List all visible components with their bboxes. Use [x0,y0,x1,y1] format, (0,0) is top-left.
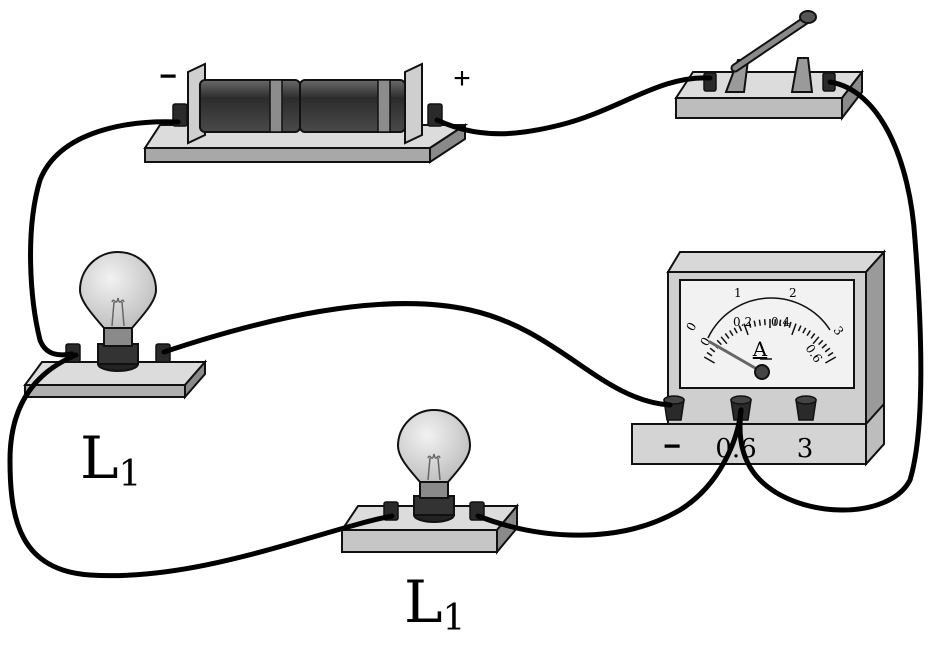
bulb-1-label: L1 [80,424,141,495]
ammeter-tick [783,320,787,327]
ammeter-tick [703,356,715,364]
ammeter-tick [788,321,792,328]
ammeter-3-label: 3 [797,434,814,464]
battery-board-side [429,123,466,164]
ammeter-scale-top-1: 1 [734,286,742,300]
ammeter-tick [818,339,824,346]
ammeter-tick [724,333,730,339]
ammeter-tick [753,320,757,327]
switch-handle-knob[interactable] [799,10,817,24]
ammeter-tick [706,351,713,357]
ammeter-tick [709,347,716,353]
bulb-2-label: L1 [404,568,465,639]
ammeter-needle [708,340,764,374]
ammeter-tick [806,330,811,336]
battery-cell-1 [199,79,301,133]
ammeter-tick [743,323,749,336]
wires [7,75,924,579]
ammeter-scale-ticks [703,319,837,364]
wire-bulb-1-to-bulb-2[interactable] [7,352,395,579]
battery-cell-1-band [269,79,283,133]
ammeter-tick [791,323,797,336]
bulb-1-label-subscript: 1 [119,454,142,495]
ammeter-0-6-terminal-cap [730,395,752,405]
ammeter-tick [821,343,828,349]
ammeter-top-face [666,251,887,273]
bulb-1-board-front [24,384,186,398]
ammeter-tick [748,321,752,328]
battery-right-plate [404,62,423,145]
ammeter-scale-bottom-1: 0.2 [733,315,752,329]
bulb-2-assembly: L1 [340,409,520,639]
bulb-1-label-main: L [80,424,119,492]
wire-battery-positive-to-switch[interactable] [434,75,713,137]
battery-assembly: − + [143,60,471,164]
bulb-1-filament [111,297,125,327]
ammeter-tick [758,319,762,326]
wire-battery-negative-to-bulb-1[interactable] [28,119,181,358]
ammeter-tick [827,351,834,357]
bulb-1-glass [78,251,158,329]
bulb-1-assembly: L1 [23,251,208,495]
ammeter-3-terminal-cap [795,395,817,405]
ammeter-scale-arc [707,297,831,339]
ammeter-tick [733,327,738,334]
ammeter-tick [812,336,820,345]
ammeter-terminal-panel [631,423,867,465]
switch-board-front [675,97,843,119]
ammeter-tick [824,347,831,353]
bulb-1-board-side [184,359,206,400]
ammeter-symbol: A [752,337,768,361]
ammeter-tick [802,327,807,334]
switch-contact-post [790,57,814,93]
switch-assembly [674,10,865,121]
switch-blade[interactable] [732,17,809,71]
bulb-2-glass [396,409,472,483]
ammeter-tick [720,336,728,345]
bulb-2-label-main: L [404,568,443,636]
battery-minus-label: − [159,60,177,93]
wire-bulb-1-to-ammeter-negative[interactable] [161,301,673,408]
wire-bulb-2-to-ammeter-0-6[interactable] [475,407,744,538]
wire-switch-to-ammeter-0-6[interactable] [737,79,924,513]
battery-board-front [144,147,431,163]
ammeter-assembly: 0 1 2 3 0 0.2 0.4 0.6 A − 0.6 3 [631,249,887,467]
ammeter-tick [729,330,734,336]
ammeter-negative-label: − [663,430,681,463]
bulb-2-board-front [341,529,498,553]
ammeter-scale-top-2: 2 [789,286,797,300]
ammeter-scale-bottom-2: 0.4 [771,315,790,329]
ammeter-tick [778,319,782,326]
bulb-2-filament [427,453,441,481]
ammeter-tick [738,325,743,332]
bulb-2-label-subscript: 1 [443,598,466,639]
ammeter-tick [825,356,837,364]
ammeter-negative-terminal-cap [663,395,685,405]
ammeter-needle-pivot [754,364,770,380]
switch-board-side [841,69,863,121]
ammeter-tick [797,325,802,332]
ammeter-tick [810,333,816,339]
ammeter-tick [716,339,722,346]
battery-cell-2-band [377,79,391,133]
battery-plus-label: + [453,62,471,95]
